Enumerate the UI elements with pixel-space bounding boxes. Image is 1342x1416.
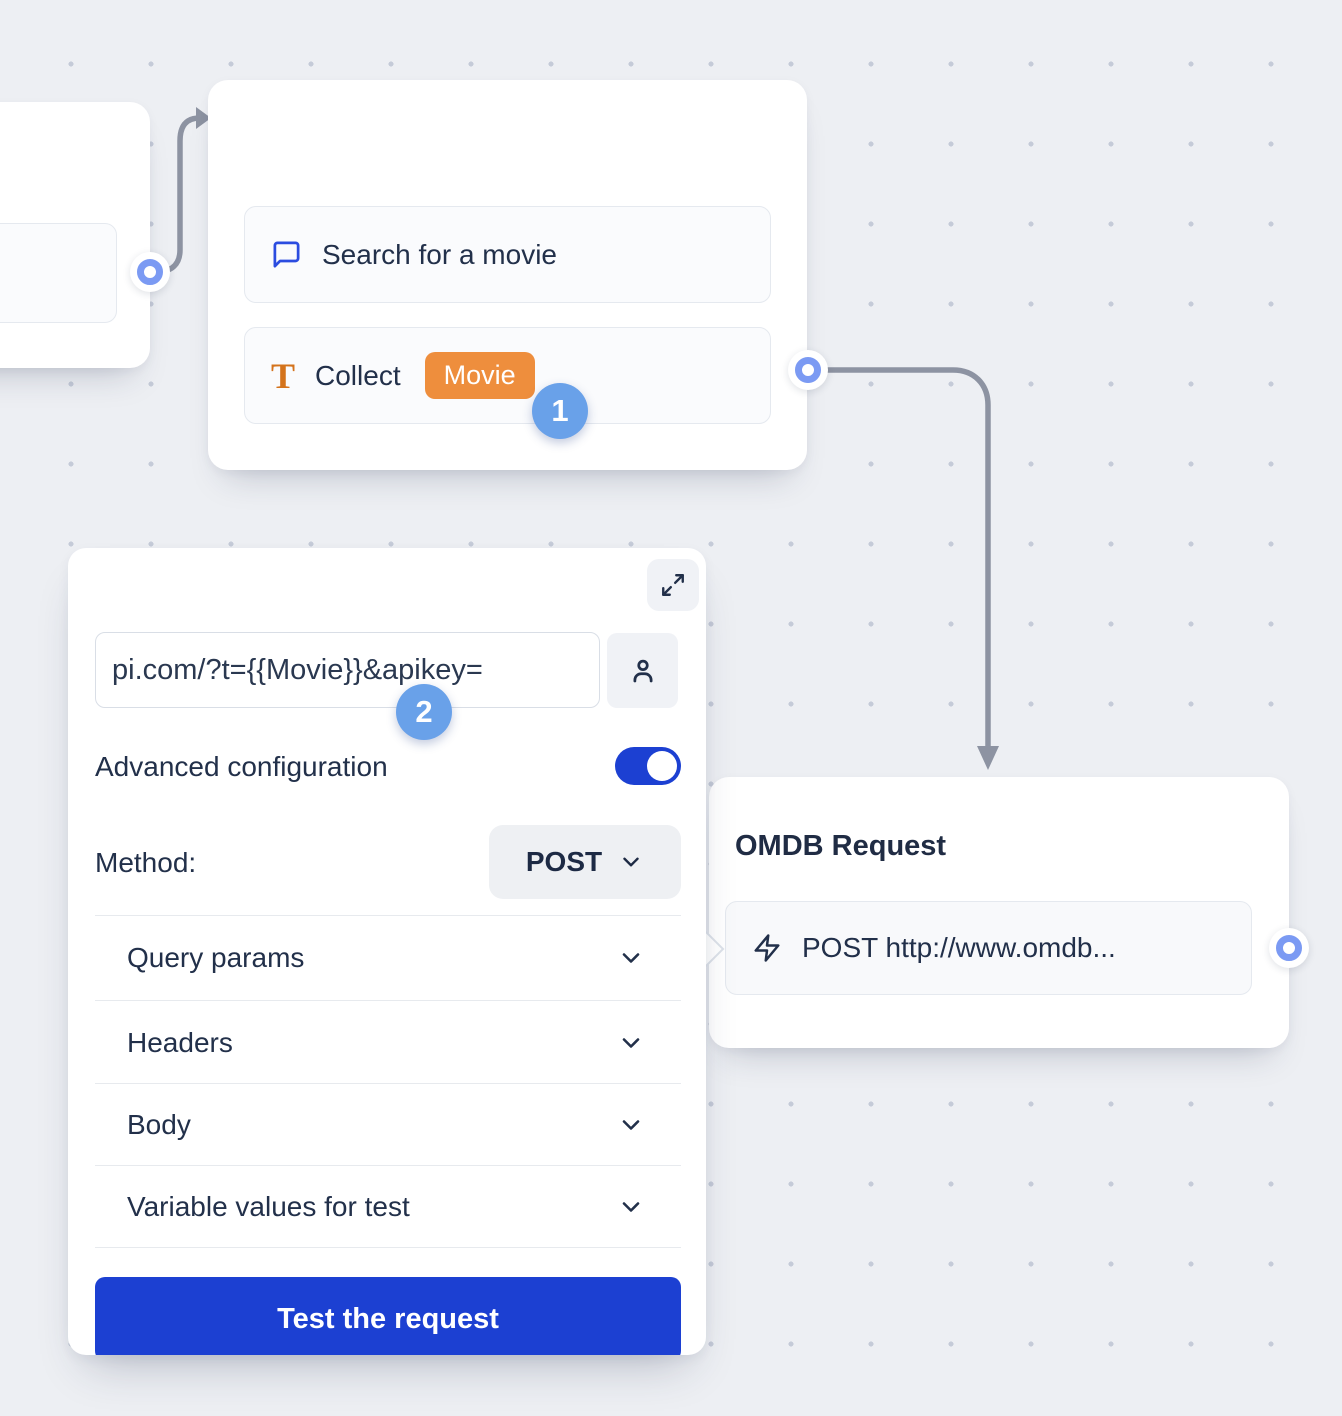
request-editor-panel: Advanced configuration Method: POST Quer… (68, 548, 706, 1355)
toggle-knob (647, 751, 677, 781)
step-marker-1: 1 (532, 383, 588, 439)
section-label: Variable values for test (127, 1190, 410, 1222)
test-request-button[interactable]: Test the request (95, 1277, 681, 1355)
connector-into-movie-search (153, 115, 203, 275)
section-label: Query params (127, 942, 305, 973)
chevron-down-icon (623, 857, 639, 867)
node-item-label: Collect (315, 359, 401, 391)
arrowhead-right-icon (196, 107, 211, 129)
section-variable-values[interactable]: Variable values for test (95, 1166, 681, 1248)
section-query-params[interactable]: Query params (95, 915, 681, 1001)
node-title-omdb-request: OMDB Request (735, 830, 947, 862)
expand-button[interactable] (647, 559, 699, 611)
chevron-down-icon (622, 1201, 640, 1212)
chevron-down-icon (622, 1119, 640, 1130)
node-item-label: POST http://www.omdb... (802, 932, 1116, 963)
section-body[interactable]: Body (95, 1084, 681, 1166)
chevron-down-icon (622, 953, 640, 963)
node-item-empty[interactable] (0, 223, 117, 323)
url-input[interactable] (95, 632, 600, 708)
port-ring (1276, 935, 1302, 961)
method-label: Method: (95, 847, 197, 878)
advanced-config-label: Advanced configuration (95, 751, 388, 782)
variable-badge[interactable]: Movie (424, 352, 535, 399)
section-label: Headers (127, 1026, 233, 1058)
method-select[interactable]: POST (489, 825, 681, 899)
expand-icon (662, 574, 684, 596)
node-item-collect[interactable]: T Collect Movie (244, 327, 771, 424)
node-card-partial[interactable] (0, 102, 150, 368)
port-ring (137, 259, 163, 285)
arrowhead-down-icon (977, 746, 999, 770)
text-input-icon: T (271, 355, 296, 396)
section-label: Body (127, 1108, 191, 1140)
chat-bubble-icon (273, 241, 300, 268)
advanced-config-toggle[interactable] (615, 747, 681, 785)
node-item-webhook[interactable]: POST http://www.omdb... (725, 901, 1252, 995)
step-marker-2: 2 (396, 684, 452, 740)
section-headers[interactable]: Headers (95, 1002, 681, 1084)
method-value: POST (525, 846, 603, 877)
connector-movie-to-omdb (815, 367, 991, 750)
node-card-omdb-request[interactable]: OMDB Request POST http://www.omdb... (709, 777, 1289, 1048)
node-item-label: Search for a movie (322, 238, 557, 270)
person-icon (633, 659, 652, 682)
node-item-question[interactable]: Search for a movie (244, 206, 771, 303)
chevron-down-icon (622, 1037, 640, 1048)
lightning-icon (754, 934, 780, 962)
user-variable-button[interactable] (607, 633, 678, 708)
port-ring (795, 357, 821, 383)
node-card-movie-search[interactable]: Movie search Search for a movie T Collec… (208, 80, 807, 470)
